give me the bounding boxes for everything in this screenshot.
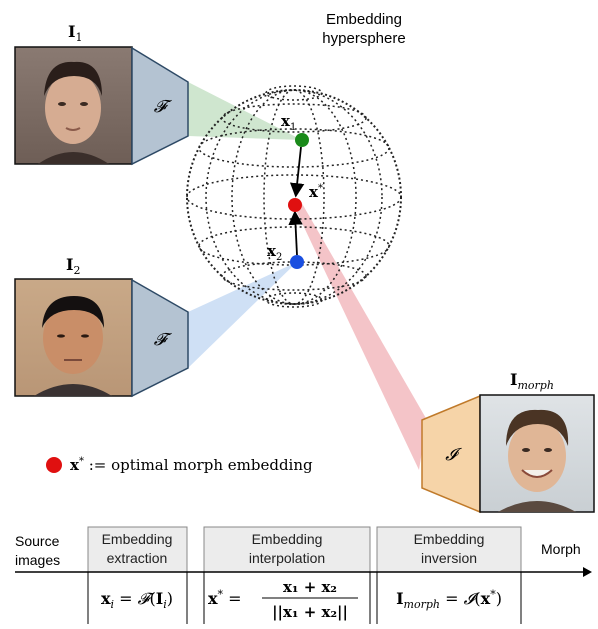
pipeline: Source images Morph Embedding extraction…: [15, 526, 592, 624]
encoder-2: [131, 278, 189, 398]
point-x2-label: x2: [267, 242, 282, 263]
beam-blue: [188, 262, 297, 368]
stage-3-title-line2: inversion: [421, 550, 477, 566]
stage-2-formula-lhs: x* =: [208, 588, 242, 608]
stage-2-title-line2: interpolation: [249, 550, 325, 566]
stage-1-formula: xi = 𝓕(Ii): [101, 589, 173, 611]
pipeline-morph-label: Morph: [541, 541, 581, 557]
stage-2-formula-denominator: ||x₁ + x₂||: [272, 603, 348, 621]
legend-dot: [46, 457, 62, 473]
stage-1-title-line2: extraction: [107, 550, 168, 566]
point-x1-label: x1: [281, 112, 296, 133]
legend-text: x* := optimal morph embedding: [70, 456, 313, 474]
arrow-x2-to-xstar: [288, 210, 303, 256]
stage-2-title-line1: Embedding: [252, 531, 323, 547]
arrow-x1-to-xstar: [289, 146, 305, 198]
stage-3-formula: Imorph = 𝓘(x*): [396, 588, 502, 611]
point-xstar: [288, 198, 302, 212]
beam-red: [294, 200, 427, 470]
output-face: [479, 394, 595, 513]
input-2-label: I2: [66, 255, 80, 277]
encoder-1: [131, 46, 189, 166]
stage-1-title-line1: Embedding: [102, 531, 173, 547]
pipeline-axis-arrowhead: [583, 567, 592, 577]
sphere-title-line1: Embedding: [326, 11, 402, 28]
pipeline-source-line2: images: [15, 552, 60, 568]
sphere-title-line2: hypersphere: [322, 30, 405, 47]
pipeline-source-line1: Source: [15, 533, 60, 549]
point-x2: [290, 255, 304, 269]
stage-3-title-line1: Embedding: [414, 531, 485, 547]
stage-3-header: [376, 526, 522, 573]
stage-1-header: [87, 526, 188, 573]
input-1-label: I1: [68, 22, 82, 44]
point-xstar-label: x*: [309, 183, 323, 201]
beam-green: [188, 82, 302, 140]
input-face-1: [14, 46, 133, 165]
embedding-hypersphere: [186, 85, 402, 308]
output-label: Imorph: [510, 370, 554, 392]
point-x1: [295, 133, 309, 147]
stage-2-formula-numerator: x₁ + x₂: [283, 578, 337, 596]
stage-2-header: [203, 526, 371, 573]
input-face-2: [14, 278, 133, 397]
